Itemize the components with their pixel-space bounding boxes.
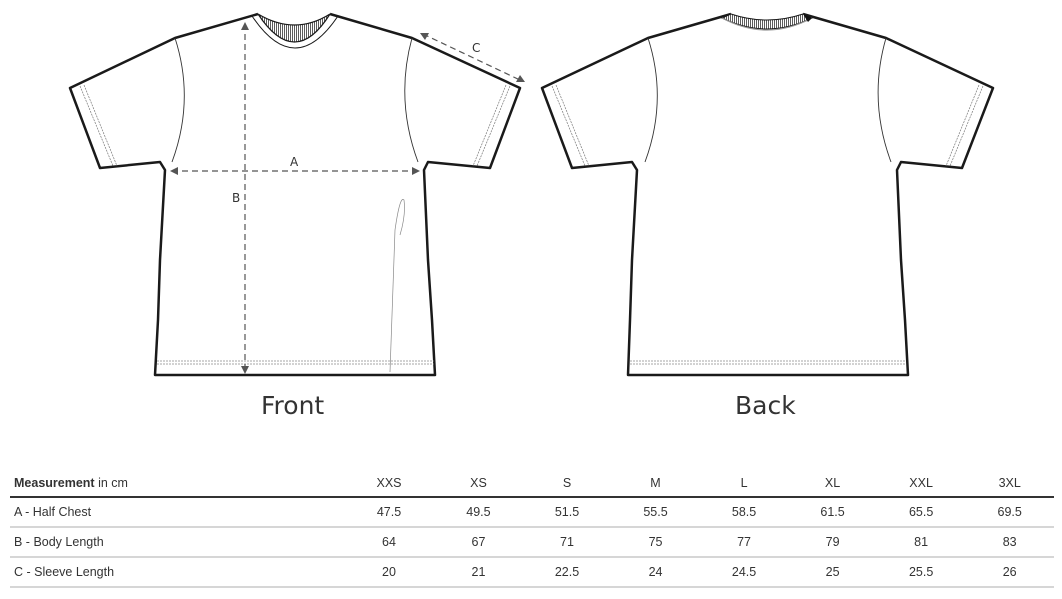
back-view-label: Back bbox=[735, 391, 796, 420]
dimension-c-label: C bbox=[472, 41, 480, 55]
size-header-3xl: 3XL bbox=[965, 470, 1054, 498]
size-header-xl: XL bbox=[788, 470, 877, 498]
size-header-s: S bbox=[522, 470, 612, 498]
table-cell: 24.5 bbox=[699, 557, 789, 588]
table-row: B - Body Length 64 67 71 75 77 79 81 83 bbox=[10, 527, 1054, 558]
size-header-xxs: XXS bbox=[343, 470, 435, 498]
table-cell: 58.5 bbox=[699, 497, 789, 528]
table-row: A - Half Chest 47.5 49.5 51.5 55.5 58.5 … bbox=[10, 497, 1054, 528]
table-cell: 64 bbox=[343, 527, 435, 558]
size-header-xs: XS bbox=[434, 470, 523, 498]
table-cell: 71 bbox=[522, 527, 612, 558]
table-cell: 20 bbox=[343, 557, 435, 588]
table-cell: 24 bbox=[611, 557, 700, 588]
table-cell: 47.5 bbox=[343, 497, 435, 528]
table-cell: 83 bbox=[965, 527, 1054, 558]
table-cell: 69.5 bbox=[965, 497, 1054, 528]
table-cell: 51.5 bbox=[522, 497, 612, 528]
table-cell: 79 bbox=[788, 527, 877, 558]
tshirt-front-icon: A B C bbox=[68, 12, 525, 377]
table-cell: 25.5 bbox=[876, 557, 966, 588]
row-label: C - Sleeve Length bbox=[10, 557, 344, 588]
table-cell: 65.5 bbox=[876, 497, 966, 528]
size-header-l: L bbox=[699, 470, 789, 498]
table-cell: 22.5 bbox=[522, 557, 612, 588]
tshirt-back-icon bbox=[540, 12, 995, 377]
size-header-xxl: XXL bbox=[876, 470, 966, 498]
dimension-b-label: B bbox=[232, 191, 240, 205]
table-cell: 25 bbox=[788, 557, 877, 588]
table-cell: 77 bbox=[699, 527, 789, 558]
table-cell: 75 bbox=[611, 527, 700, 558]
front-tshirt-drawing: A B C bbox=[60, 0, 540, 390]
table-row: C - Sleeve Length 20 21 22.5 24 24.5 25 … bbox=[10, 557, 1054, 588]
table-cell: 21 bbox=[434, 557, 523, 588]
table-cell: 81 bbox=[876, 527, 966, 558]
table-cell: 67 bbox=[434, 527, 523, 558]
back-tshirt-drawing bbox=[530, 0, 1010, 390]
row-label: A - Half Chest bbox=[10, 497, 344, 528]
table-cell: 61.5 bbox=[788, 497, 877, 528]
measurement-header: Measurement in cm bbox=[10, 470, 344, 498]
dimension-a-label: A bbox=[290, 155, 299, 169]
table-header-row: Measurement in cm XXS XS S M L XL XXL 3X… bbox=[10, 470, 1054, 498]
size-header-m: M bbox=[611, 470, 700, 498]
table-cell: 49.5 bbox=[434, 497, 523, 528]
size-chart-table: Measurement in cm XXS XS S M L XL XXL 3X… bbox=[10, 470, 1054, 588]
front-view-label: Front bbox=[261, 391, 325, 420]
row-label: B - Body Length bbox=[10, 527, 344, 558]
table-cell: 55.5 bbox=[611, 497, 700, 528]
table-cell: 26 bbox=[965, 557, 1054, 588]
